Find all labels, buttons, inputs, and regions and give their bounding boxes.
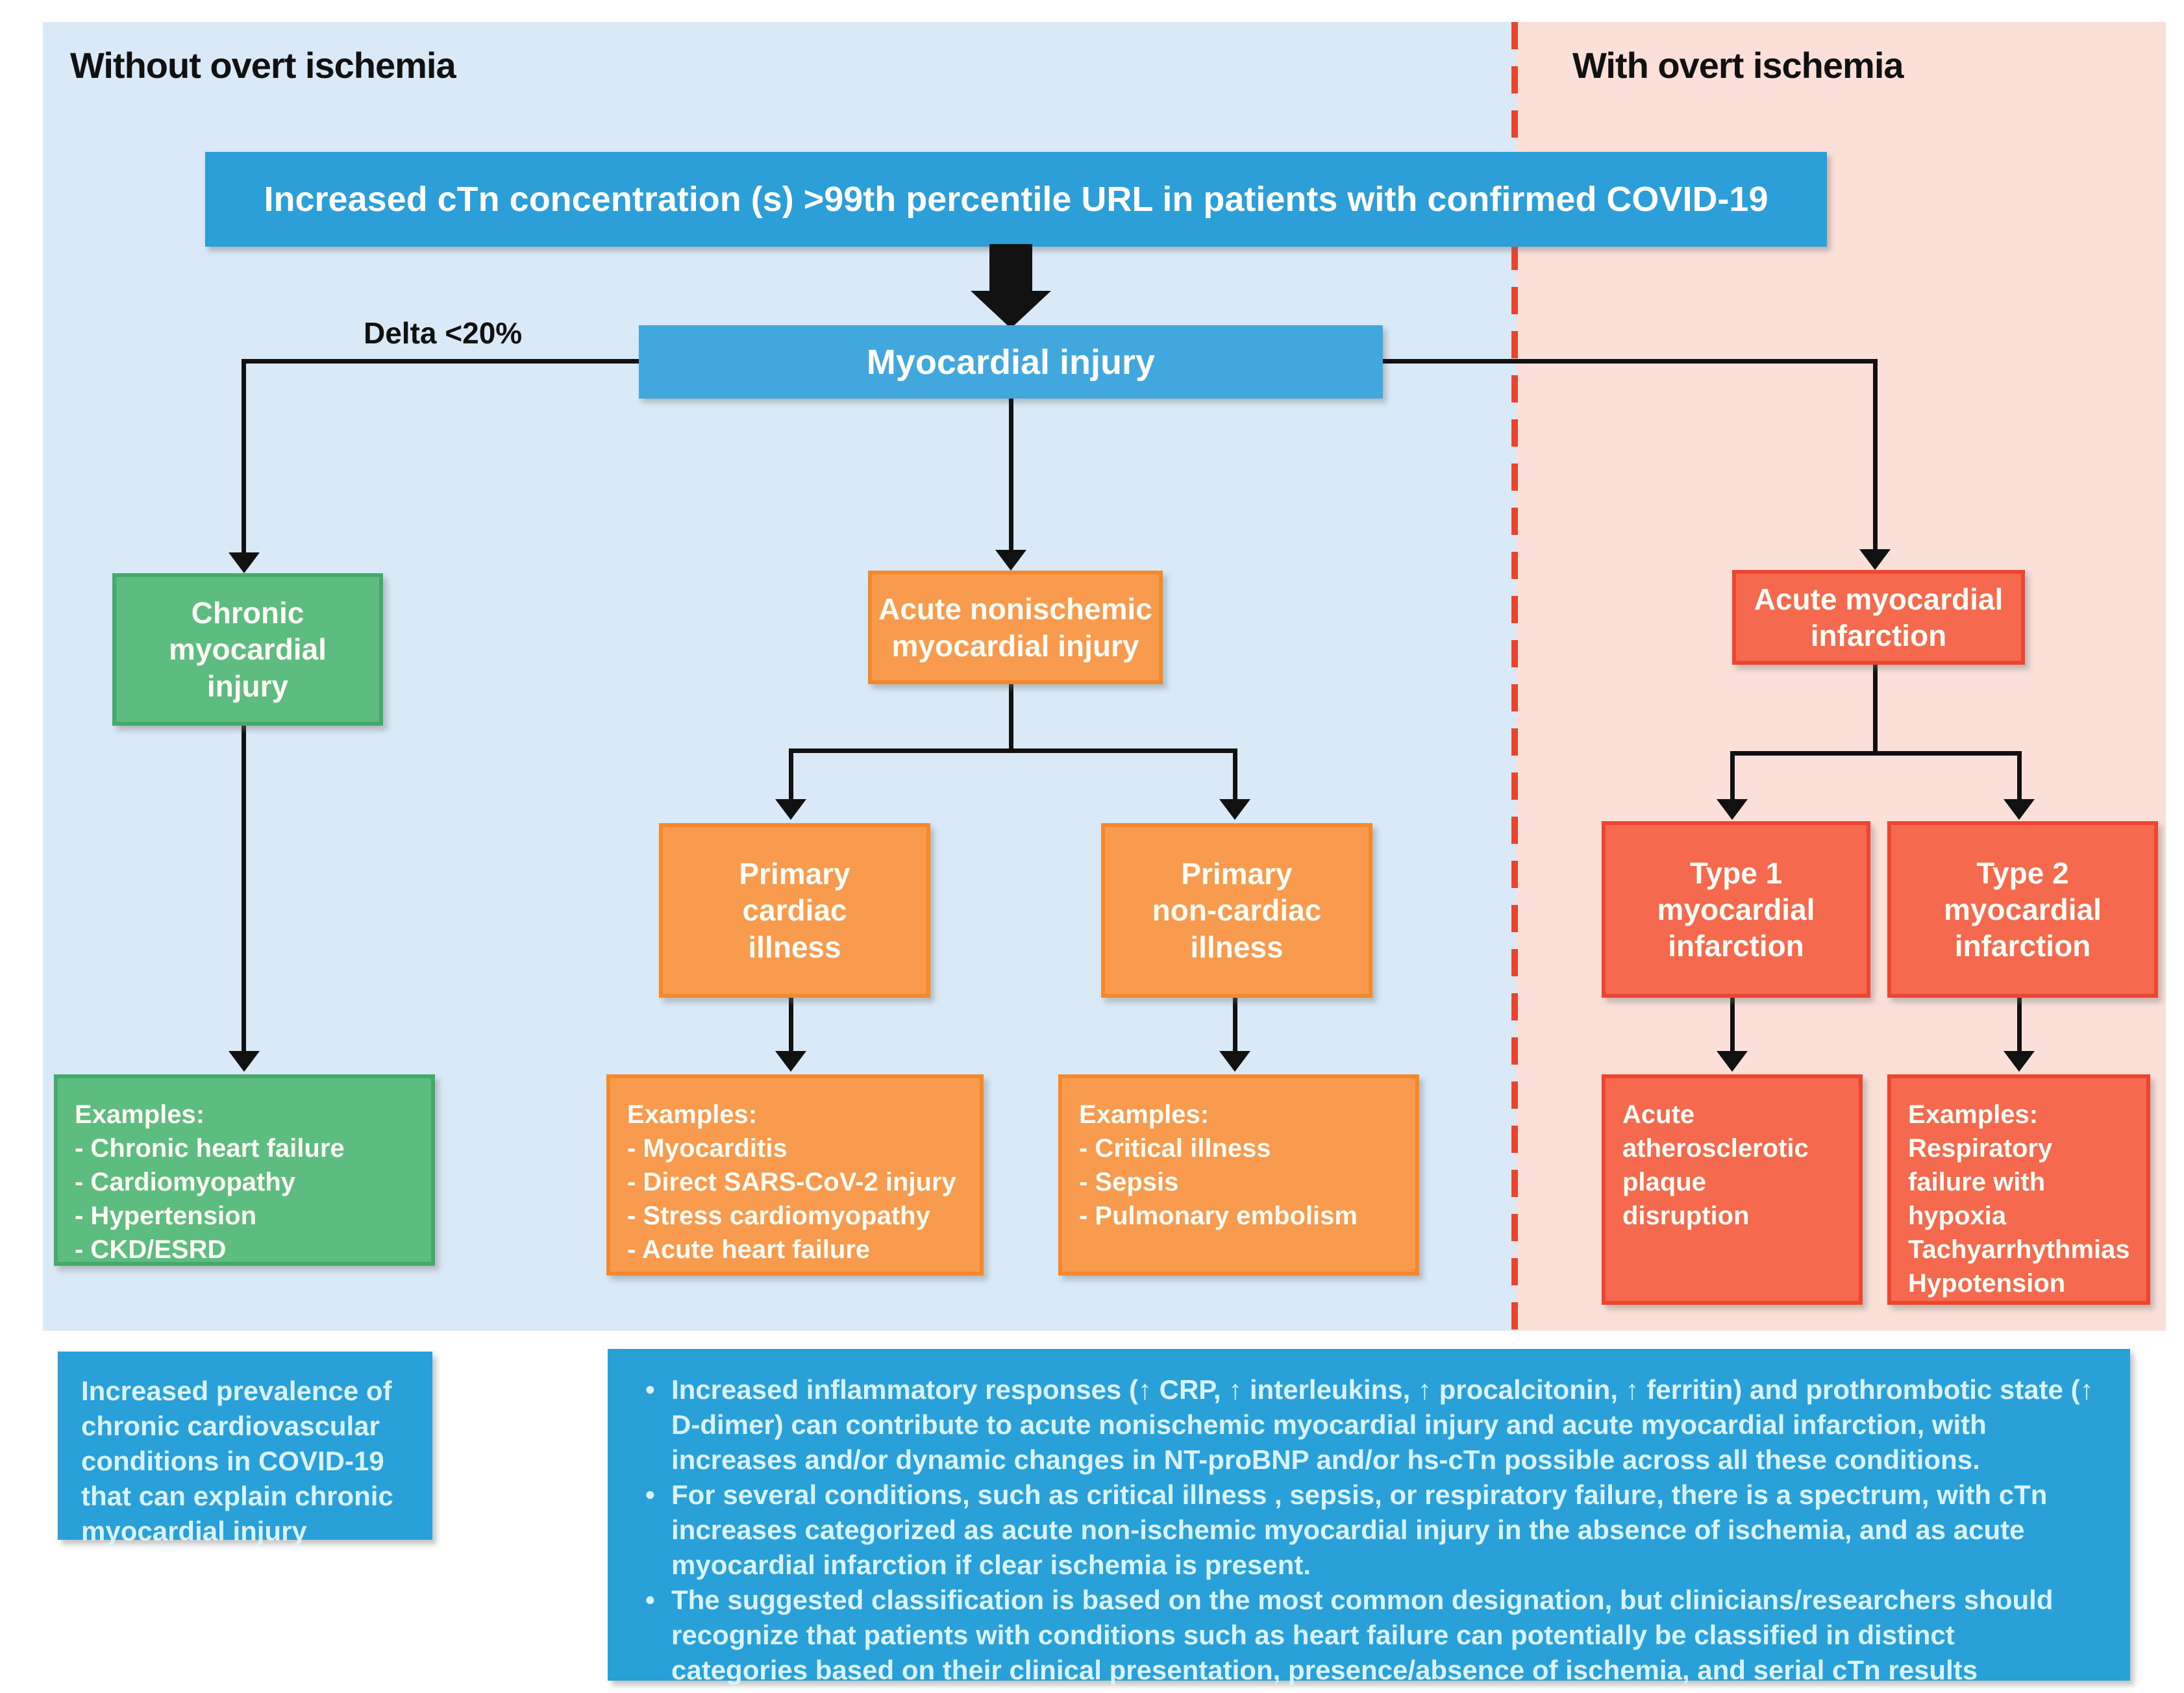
big-down-arrow-icon	[971, 291, 1051, 328]
primary-cardiac-examples-box: Examples:- Myocarditis- Direct SARS-CoV-…	[606, 1074, 984, 1276]
connector-noncardiac-to-examples	[1233, 990, 1237, 1052]
classification-notes-box: Increased inflammatory responses (↑ CRP,…	[608, 1349, 2130, 1693]
connector-cardiac-to-examples	[789, 990, 793, 1052]
type2-mi-node: Type 2 myocardial infarction	[1887, 821, 2158, 998]
acute-nonischemic-injury-node: Acute nonischemic myocardial injury	[868, 571, 1163, 684]
acute-myocardial-infarction-node: Acute myocardial infarction	[1732, 570, 2025, 665]
big-down-arrow-shaft	[989, 244, 1032, 292]
connector-left-horizontal	[242, 359, 639, 364]
chronic-prevalence-note: Increased prevalence of chronic cardiova…	[58, 1352, 432, 1546]
arrowhead-to-type2-examples-icon	[2004, 1051, 2035, 1072]
primary-noncardiac-examples-box: Examples:- Critical illness- Sepsis- Pul…	[1058, 1074, 1419, 1276]
connector-ami-split	[1730, 751, 2021, 756]
connector-center-vertical	[1009, 399, 1013, 551]
arrowhead-to-type1-examples-icon	[1717, 1051, 1748, 1072]
arrowhead-to-cardiac-examples-icon	[775, 1051, 806, 1072]
chronic-examples-box: Examples:- Chronic heart failure- Cardio…	[54, 1074, 435, 1266]
ischemia-divider-dashed-line	[1511, 22, 1518, 1331]
primary-noncardiac-illness-node: Primary non-cardiac illness	[1101, 823, 1372, 998]
connector-type1-down	[1730, 751, 1735, 800]
connector-chronic-to-examples	[242, 718, 246, 1052]
primary-cardiac-illness-node: Primary cardiac illness	[659, 823, 930, 998]
connector-nonischemic-split	[789, 748, 1237, 753]
arrowhead-to-type2-icon	[2004, 799, 2035, 820]
arrowhead-to-type1-icon	[1717, 799, 1748, 820]
with-overt-ischemia-header: With overt ischemia	[1572, 45, 1904, 86]
chronic-myocardial-injury-node: Chronic myocardial injury	[112, 573, 383, 726]
without-overt-ischemia-header: Without overt ischemia	[70, 45, 456, 86]
increased-ctn-banner: Increased cTn concentration (s) >99th pe…	[205, 152, 1827, 247]
connector-primary-noncardiac-down	[1233, 748, 1237, 800]
arrowhead-to-chronic-icon	[229, 552, 260, 573]
delta-20-label: Delta <20%	[364, 316, 523, 350]
connector-ami-down	[1873, 657, 1878, 753]
arrowhead-to-chronic-examples-icon	[229, 1051, 260, 1072]
connector-type2-to-examples	[2017, 990, 2022, 1052]
arrowhead-to-ami-icon	[1859, 549, 1891, 570]
connector-left-vertical	[242, 359, 246, 554]
arrowhead-to-nonischemic-icon	[995, 550, 1026, 571]
connector-primary-cardiac-down	[789, 748, 793, 800]
arrowhead-to-noncardiac-examples-icon	[1219, 1051, 1250, 1072]
arrowhead-to-primary-noncardiac-icon	[1219, 799, 1250, 820]
arrowhead-to-primary-cardiac-icon	[775, 799, 806, 820]
connector-type1-to-examples	[1730, 990, 1735, 1052]
myocardial-injury-node: Myocardial injury	[639, 325, 1383, 399]
connector-right-vertical	[1873, 359, 1878, 550]
type1-mi-node: Type 1 myocardial infarction	[1602, 821, 1870, 998]
connector-right-horizontal	[1383, 359, 1878, 364]
connector-nonischemic-down	[1009, 676, 1013, 750]
connector-type2-down	[2017, 751, 2022, 800]
